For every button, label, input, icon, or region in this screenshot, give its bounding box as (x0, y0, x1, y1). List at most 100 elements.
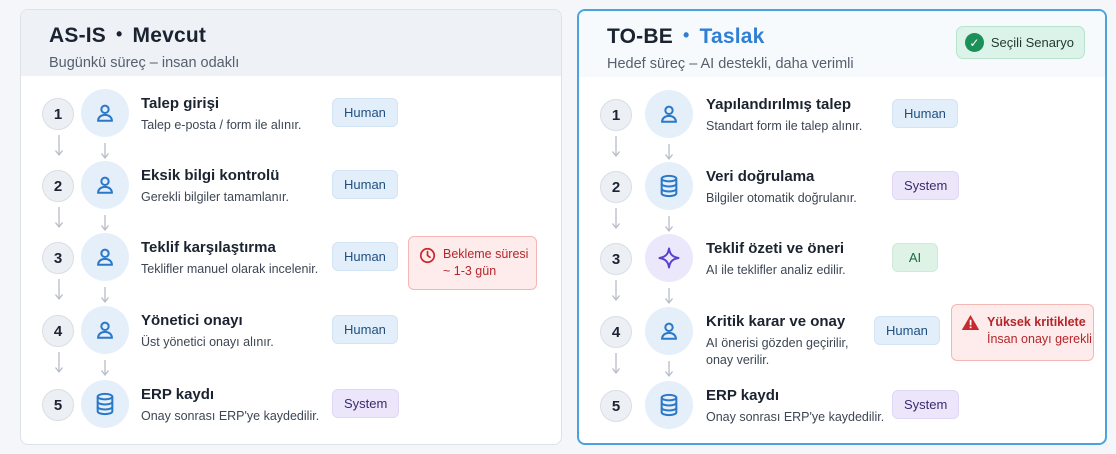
user-icon (81, 306, 129, 354)
connector-arrow (664, 361, 674, 378)
asis-step-2[interactable]: 2 Eksik bilgi kontrolü Gerekli bilgiler … (21, 160, 561, 210)
connector-arrow (54, 135, 64, 157)
step-title: Kritik karar ve onay (706, 313, 846, 330)
connector-arrow (100, 143, 110, 160)
step-description: Bilgiler otomatik doğrulanır. (706, 191, 857, 205)
asis-subtitle: Bugünkü süreç – insan odaklı (49, 55, 240, 71)
step-number: 5 (600, 390, 632, 422)
step-number: 2 (42, 170, 74, 202)
tobe-step-5[interactable]: 5 ERP kaydı Onay sonrası ERP'ye kaydedil… (579, 380, 1105, 430)
tobe-title-separator: • (682, 25, 690, 45)
warning-icon (961, 314, 980, 336)
connector-arrow (611, 353, 621, 375)
asis-step-5[interactable]: 5 ERP kaydı Onay sonrası ERP'ye kaydedil… (21, 379, 561, 429)
step-number: 1 (42, 98, 74, 130)
step-number: 5 (42, 389, 74, 421)
actor-badge: Human (892, 99, 958, 128)
connector-arrow (54, 207, 64, 229)
tobe-title: TO-BE • Taslak (607, 25, 1105, 49)
tobe-panel[interactable]: TO-BE • Taslak Hedef süreç – AI destekli, … (577, 9, 1107, 445)
tobe-header: TO-BE • Taslak Hedef süreç – AI destekli, … (579, 11, 1105, 77)
step-number: 2 (600, 171, 632, 203)
connector-arrow (611, 208, 621, 230)
tobe-step-4[interactable]: 4 Kritik karar ve onay AI önerisi gözden… (579, 306, 1105, 367)
connector-arrow (664, 216, 674, 233)
asis-title-name: Mevcut (132, 24, 207, 47)
step-description: Gerekli bilgiler tamamlanır. (141, 190, 289, 204)
step-number: 1 (600, 99, 632, 131)
step-number: 4 (42, 315, 74, 347)
tobe-step-2[interactable]: 2 Veri doğrulama Bilgiler otomatik doğru… (579, 161, 1105, 211)
tobe-step-1[interactable]: 1 Yapılandırılmış talep Standart form il… (579, 89, 1105, 139)
tobe-step-3[interactable]: 3 Teklif özeti ve öneri AI ile teklifler… (579, 233, 1105, 283)
selected-scenario-label: Seçili Senaryo (990, 35, 1074, 50)
actor-badge: Human (874, 316, 940, 345)
connector-arrow (100, 360, 110, 377)
connector-arrow (100, 215, 110, 232)
actor-badge: Human (332, 242, 398, 271)
alert-line-2: ~ 1-3 gün (443, 264, 497, 278)
step-number: 3 (600, 243, 632, 275)
asis-title-separator: • (116, 24, 123, 44)
connector-arrow (611, 280, 621, 302)
alert-line-1: Bekleme süresi (443, 247, 529, 261)
tobe-subtitle: Hedef süreç – AI destekli, daha verimli (607, 56, 854, 72)
actor-badge: System (892, 390, 960, 419)
asis-step-3[interactable]: 3 Teklif karşılaştırma Teklifler manuel … (21, 232, 561, 282)
alert-line-1: Yüksek kritiklete (987, 315, 1086, 329)
tobe-title-name: Taslak (699, 25, 765, 48)
actor-badge: Human (332, 98, 398, 127)
alert-line-2: İnsan onayı gerekli (987, 332, 1092, 346)
sparkle-icon (645, 234, 693, 282)
user-icon (81, 233, 129, 281)
database-icon (645, 162, 693, 210)
database-icon (645, 381, 693, 429)
step-description: AI ile teklifler analiz edilir. (706, 263, 846, 277)
step-description: Üst yönetici onayı alınır. (141, 335, 274, 349)
step-title: Yapılandırılmış talep (706, 96, 852, 113)
step-title: Veri doğrulama (706, 168, 815, 185)
connector-arrow (54, 279, 64, 301)
step-description: AI önerisi gözden geçirilir, onay verili… (706, 336, 849, 367)
connector-arrow (100, 287, 110, 304)
connector-arrow (54, 352, 64, 374)
tobe-title-code: TO-BE (607, 25, 673, 48)
step-description: Onay sonrası ERP'ye kaydedilir. (706, 410, 885, 424)
database-icon (81, 380, 129, 428)
step-description: Onay sonrası ERP'ye kaydedilir. (141, 409, 320, 423)
step-title: Yönetici onayı (141, 312, 243, 329)
asis-title: AS-IS • Mevcut (49, 24, 561, 48)
step-description: Standart form ile talep alınır. (706, 119, 863, 133)
user-icon (81, 161, 129, 209)
connector-arrow (664, 288, 674, 305)
clock-icon (419, 247, 436, 269)
asis-title-code: AS-IS (49, 24, 107, 47)
asis-step-1[interactable]: 1 Talep girişi Talep e-posta / form ile … (21, 88, 561, 138)
step-title: Eksik bilgi kontrolü (141, 167, 280, 184)
waiting-time-alert: Bekleme süresi ~ 1-3 gün (408, 236, 537, 290)
step-title: ERP kaydı (706, 387, 780, 404)
actor-badge: AI (892, 243, 938, 272)
step-title: Talep girişi (141, 95, 220, 112)
selected-scenario-badge[interactable]: ✓ Seçili Senaryo (955, 26, 1085, 59)
step-number: 4 (600, 316, 632, 348)
check-circle-icon: ✓ (964, 33, 984, 52)
criticality-alert: Yüksek kritiklete İnsan onayı gerekli (951, 304, 1094, 361)
actor-badge: System (332, 389, 400, 418)
asis-step-4[interactable]: 4 Yönetici onayı Üst yönetici onayı alın… (21, 305, 561, 355)
actor-badge: Human (332, 315, 398, 344)
user-icon (81, 89, 129, 137)
step-description: Teklifler manuel olarak incelenir. (141, 262, 319, 276)
user-icon (645, 90, 693, 138)
connector-arrow (664, 144, 674, 161)
user-icon (645, 307, 693, 355)
connector-arrow (611, 136, 621, 158)
asis-panel[interactable]: AS-IS • Mevcut Bugünkü süreç – insan odakl… (20, 9, 562, 445)
actor-badge: System (892, 171, 960, 200)
step-title: ERP kaydı (141, 386, 215, 403)
step-title: Teklif özeti ve öneri (706, 240, 845, 257)
asis-header: AS-IS • Mevcut Bugünkü süreç – insan odakl… (21, 10, 561, 76)
step-number: 3 (42, 242, 74, 274)
step-description: Talep e-posta / form ile alınır. (141, 118, 302, 132)
actor-badge: Human (332, 170, 398, 199)
